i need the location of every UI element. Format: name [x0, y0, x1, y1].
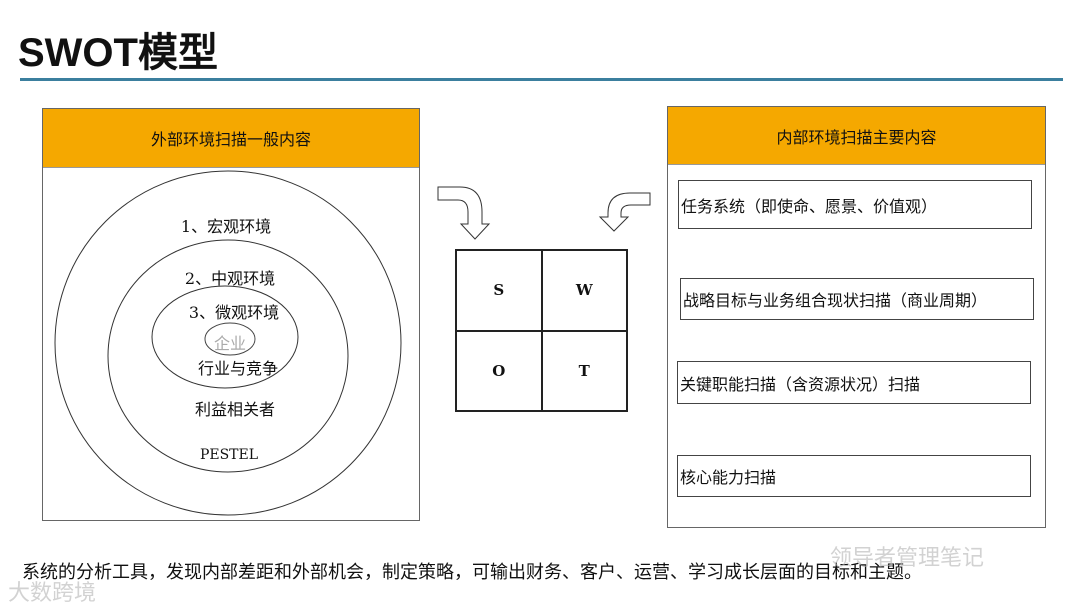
external-scan-panel: 外部环境扫描一般内容	[42, 108, 420, 521]
macro-circle	[54, 170, 402, 516]
title-divider	[20, 78, 1063, 81]
summary-text: 系统的分析工具，发现内部差距和外部机会，制定策略，可输出财务、客户、运营、学习成…	[22, 562, 922, 583]
swot-o: O	[456, 330, 542, 411]
internal-item: 战略目标与业务组合现状扫描（商业周期）	[680, 278, 1034, 320]
internal-scan-header: 内部环境扫描主要内容	[668, 107, 1045, 165]
arrow-down-left-icon	[598, 192, 651, 232]
micro-circle	[151, 285, 299, 389]
external-scan-header: 外部环境扫描一般内容	[43, 109, 419, 168]
page-title: SWOT模型	[18, 31, 218, 75]
enterprise-label: 企业	[213, 334, 247, 353]
watermark-right: 领导者管理笔记	[830, 546, 985, 571]
watermark-left: 大数跨境	[8, 581, 97, 606]
internal-scan-panel: 内部环境扫描主要内容	[667, 106, 1046, 528]
arrow-down-right-icon	[437, 186, 491, 240]
meso-circle	[107, 239, 349, 473]
enterprise-circle	[204, 322, 256, 356]
macro-label: 1、宏观环境	[180, 217, 272, 236]
industry-label: 行业与竞争	[197, 359, 279, 378]
swot-grid: S W O T	[455, 249, 628, 412]
internal-item: 任务系统（即使命、愿景、价值观）	[678, 180, 1032, 229]
internal-item: 关键职能扫描（含资源状况）扫描	[677, 361, 1031, 404]
stakeholders-label: 利益相关者	[194, 400, 276, 419]
swot-w: W	[541, 250, 627, 331]
internal-item: 核心能力扫描	[677, 455, 1031, 497]
meso-label: 2、中观环境	[184, 269, 276, 288]
micro-label: 3、微观环境	[188, 303, 280, 322]
pestel-label: PESTEL	[199, 447, 259, 463]
swot-s: S	[456, 250, 542, 331]
swot-t: T	[541, 330, 627, 411]
